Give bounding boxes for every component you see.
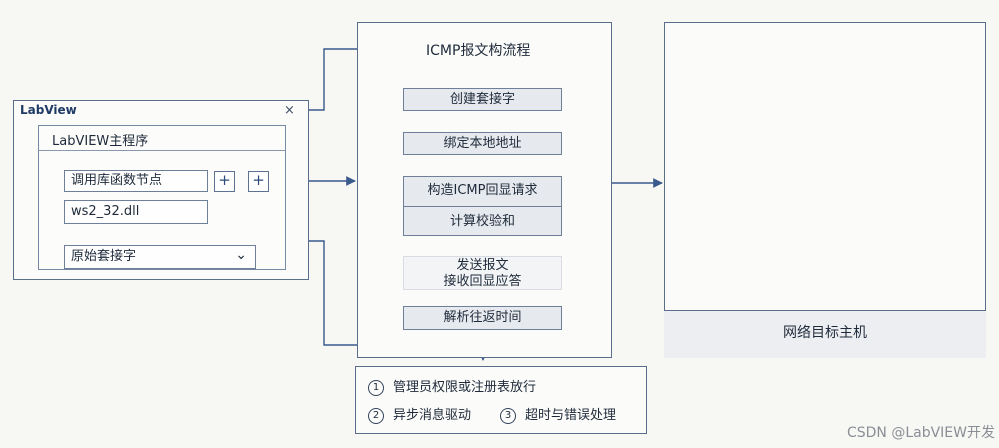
- note-number-1: 1: [368, 380, 384, 396]
- target-host-footer: [664, 310, 986, 358]
- raw-socket-dropdown[interactable]: 原始套接字 ⌄: [64, 245, 256, 269]
- call-library-node-field[interactable]: 调用库函数节点: [64, 170, 208, 192]
- raw-socket-value: 原始套接字: [71, 249, 137, 264]
- target-host-panel: [664, 22, 986, 358]
- call-library-node-label: 调用库函数节点: [71, 173, 163, 188]
- dll-name-value: ws2_32.dll: [71, 204, 140, 219]
- chevron-down-icon: ⌄: [235, 247, 247, 263]
- dll-name-field[interactable]: ws2_32.dll: [64, 200, 208, 224]
- divider: [38, 150, 286, 151]
- note-number-2: 2: [368, 408, 384, 424]
- flow-step-send-receive: 发送报文 接收回显应答: [403, 256, 562, 290]
- add-button-1[interactable]: +: [214, 171, 235, 192]
- notes-panel: [355, 366, 647, 434]
- note-item-3: 3 超时与错误处理: [500, 404, 616, 424]
- note-text-2: 异步消息驱动: [393, 408, 472, 423]
- close-icon[interactable]: ×: [284, 103, 295, 118]
- watermark: CSDN @LabVIEW开发: [846, 425, 995, 441]
- labview-program-title: LabVIEW主程序: [52, 134, 149, 149]
- flow-title: ICMP报文构流程: [426, 43, 531, 59]
- note-number-3: 3: [500, 408, 516, 424]
- labview-window-title: LabView: [20, 103, 77, 117]
- add-button-2[interactable]: +: [248, 171, 269, 192]
- flow-step-send-label: 发送报文: [456, 258, 509, 273]
- flow-step-create-socket: 创建套接字: [403, 88, 562, 111]
- flow-step-parse-rtt: 解析往返时间: [403, 306, 562, 330]
- note-item-2: 2 异步消息驱动: [368, 404, 471, 424]
- target-host-label: 网络目标主机: [783, 325, 867, 341]
- flow-step-build-request-group: 构造ICMP回显请求 计算校验和: [403, 176, 562, 236]
- flow-step-bind-address: 绑定本地地址: [403, 132, 562, 155]
- note-text-3: 超时与错误处理: [525, 408, 617, 423]
- note-text-1: 管理员权限或注册表放行: [393, 380, 537, 395]
- flow-step-build-echo-request: 构造ICMP回显请求: [404, 177, 561, 207]
- flow-step-checksum: 计算校验和: [449, 214, 515, 229]
- flow-step-receive-label: 接收回显应答: [443, 274, 522, 289]
- note-item-1: 1 管理员权限或注册表放行: [368, 376, 536, 396]
